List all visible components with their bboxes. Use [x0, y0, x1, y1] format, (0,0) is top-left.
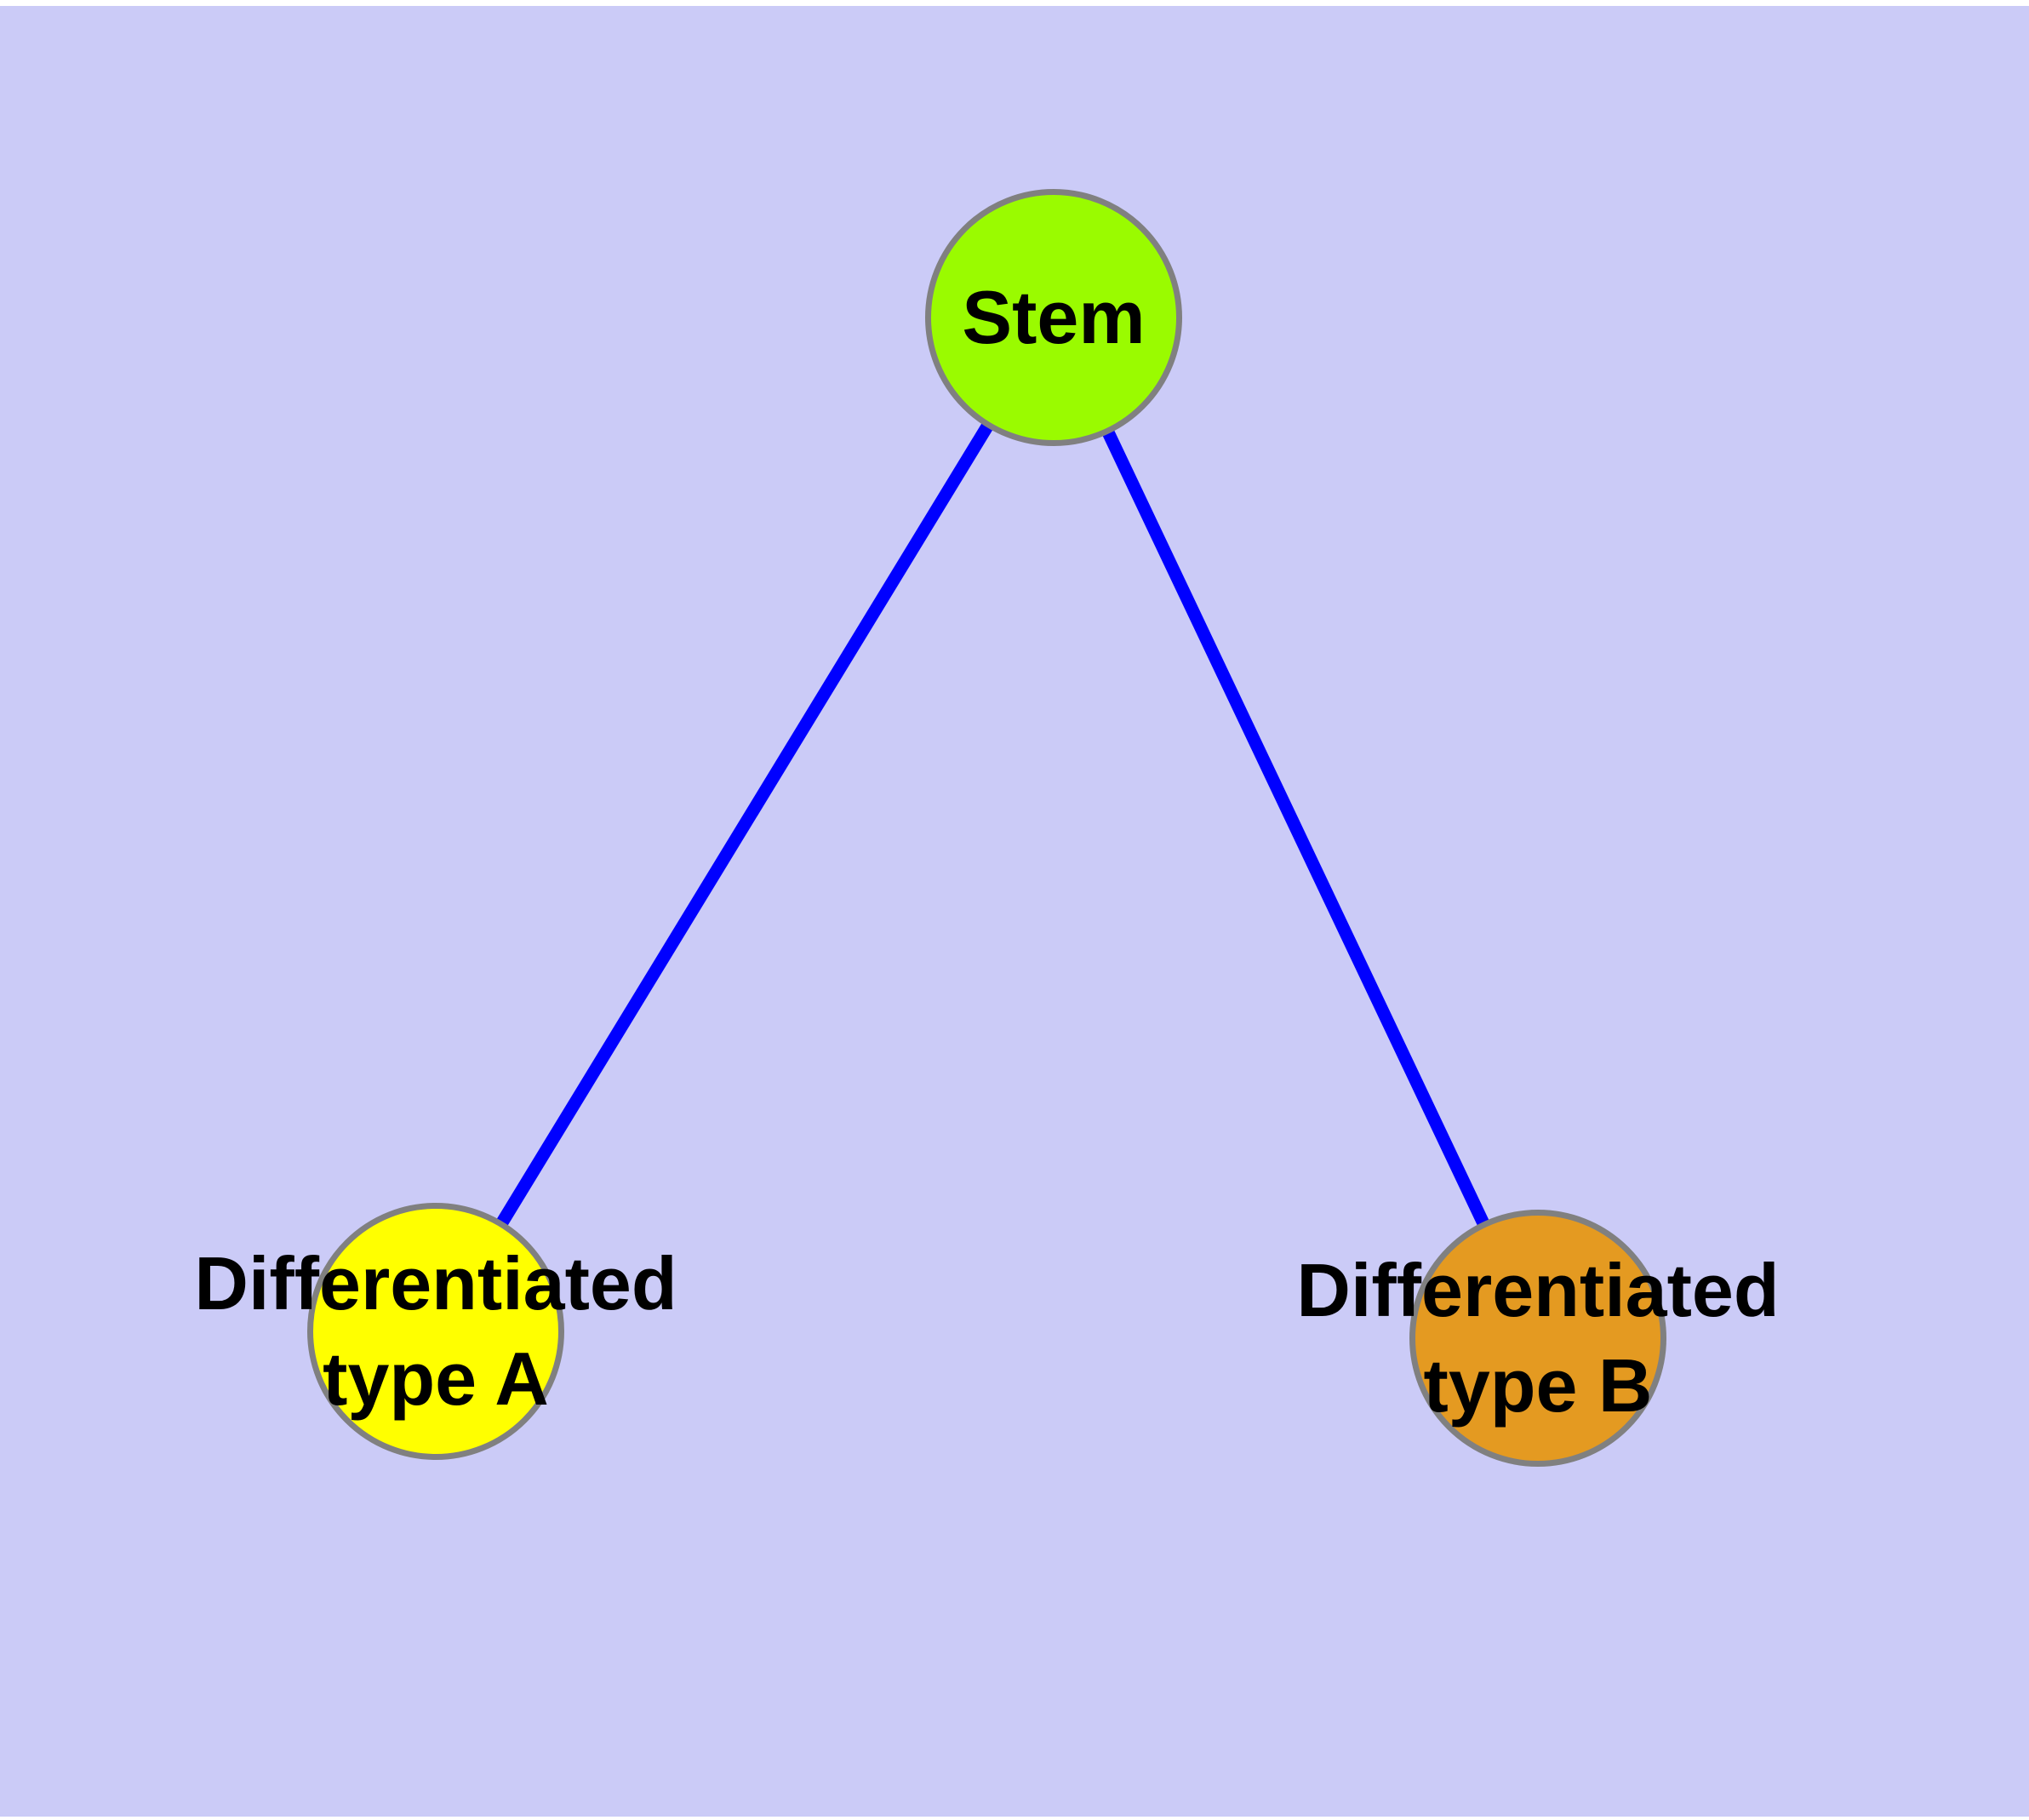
label-line: Differentiated	[194, 1241, 677, 1325]
label-line: Stem	[962, 275, 1146, 359]
label-line: Differentiated	[1296, 1248, 1780, 1332]
label-line: type A	[323, 1336, 549, 1421]
node-label-differentiated-type-b: Differentiated type B	[1296, 1243, 1779, 1434]
node-differentiated-type-a	[307, 1203, 564, 1460]
edge-stem-to-differentiated-type-a	[430, 314, 1060, 1335]
label-line: type B	[1423, 1343, 1653, 1428]
edge-stem-to-differentiated-type-b	[1048, 314, 1544, 1342]
node-label-differentiated-type-a: Differentiated type A	[194, 1236, 677, 1427]
node-stem	[925, 189, 1182, 446]
node-differentiated-type-b	[1409, 1210, 1666, 1467]
node-label-stem: Stem	[962, 270, 1145, 365]
